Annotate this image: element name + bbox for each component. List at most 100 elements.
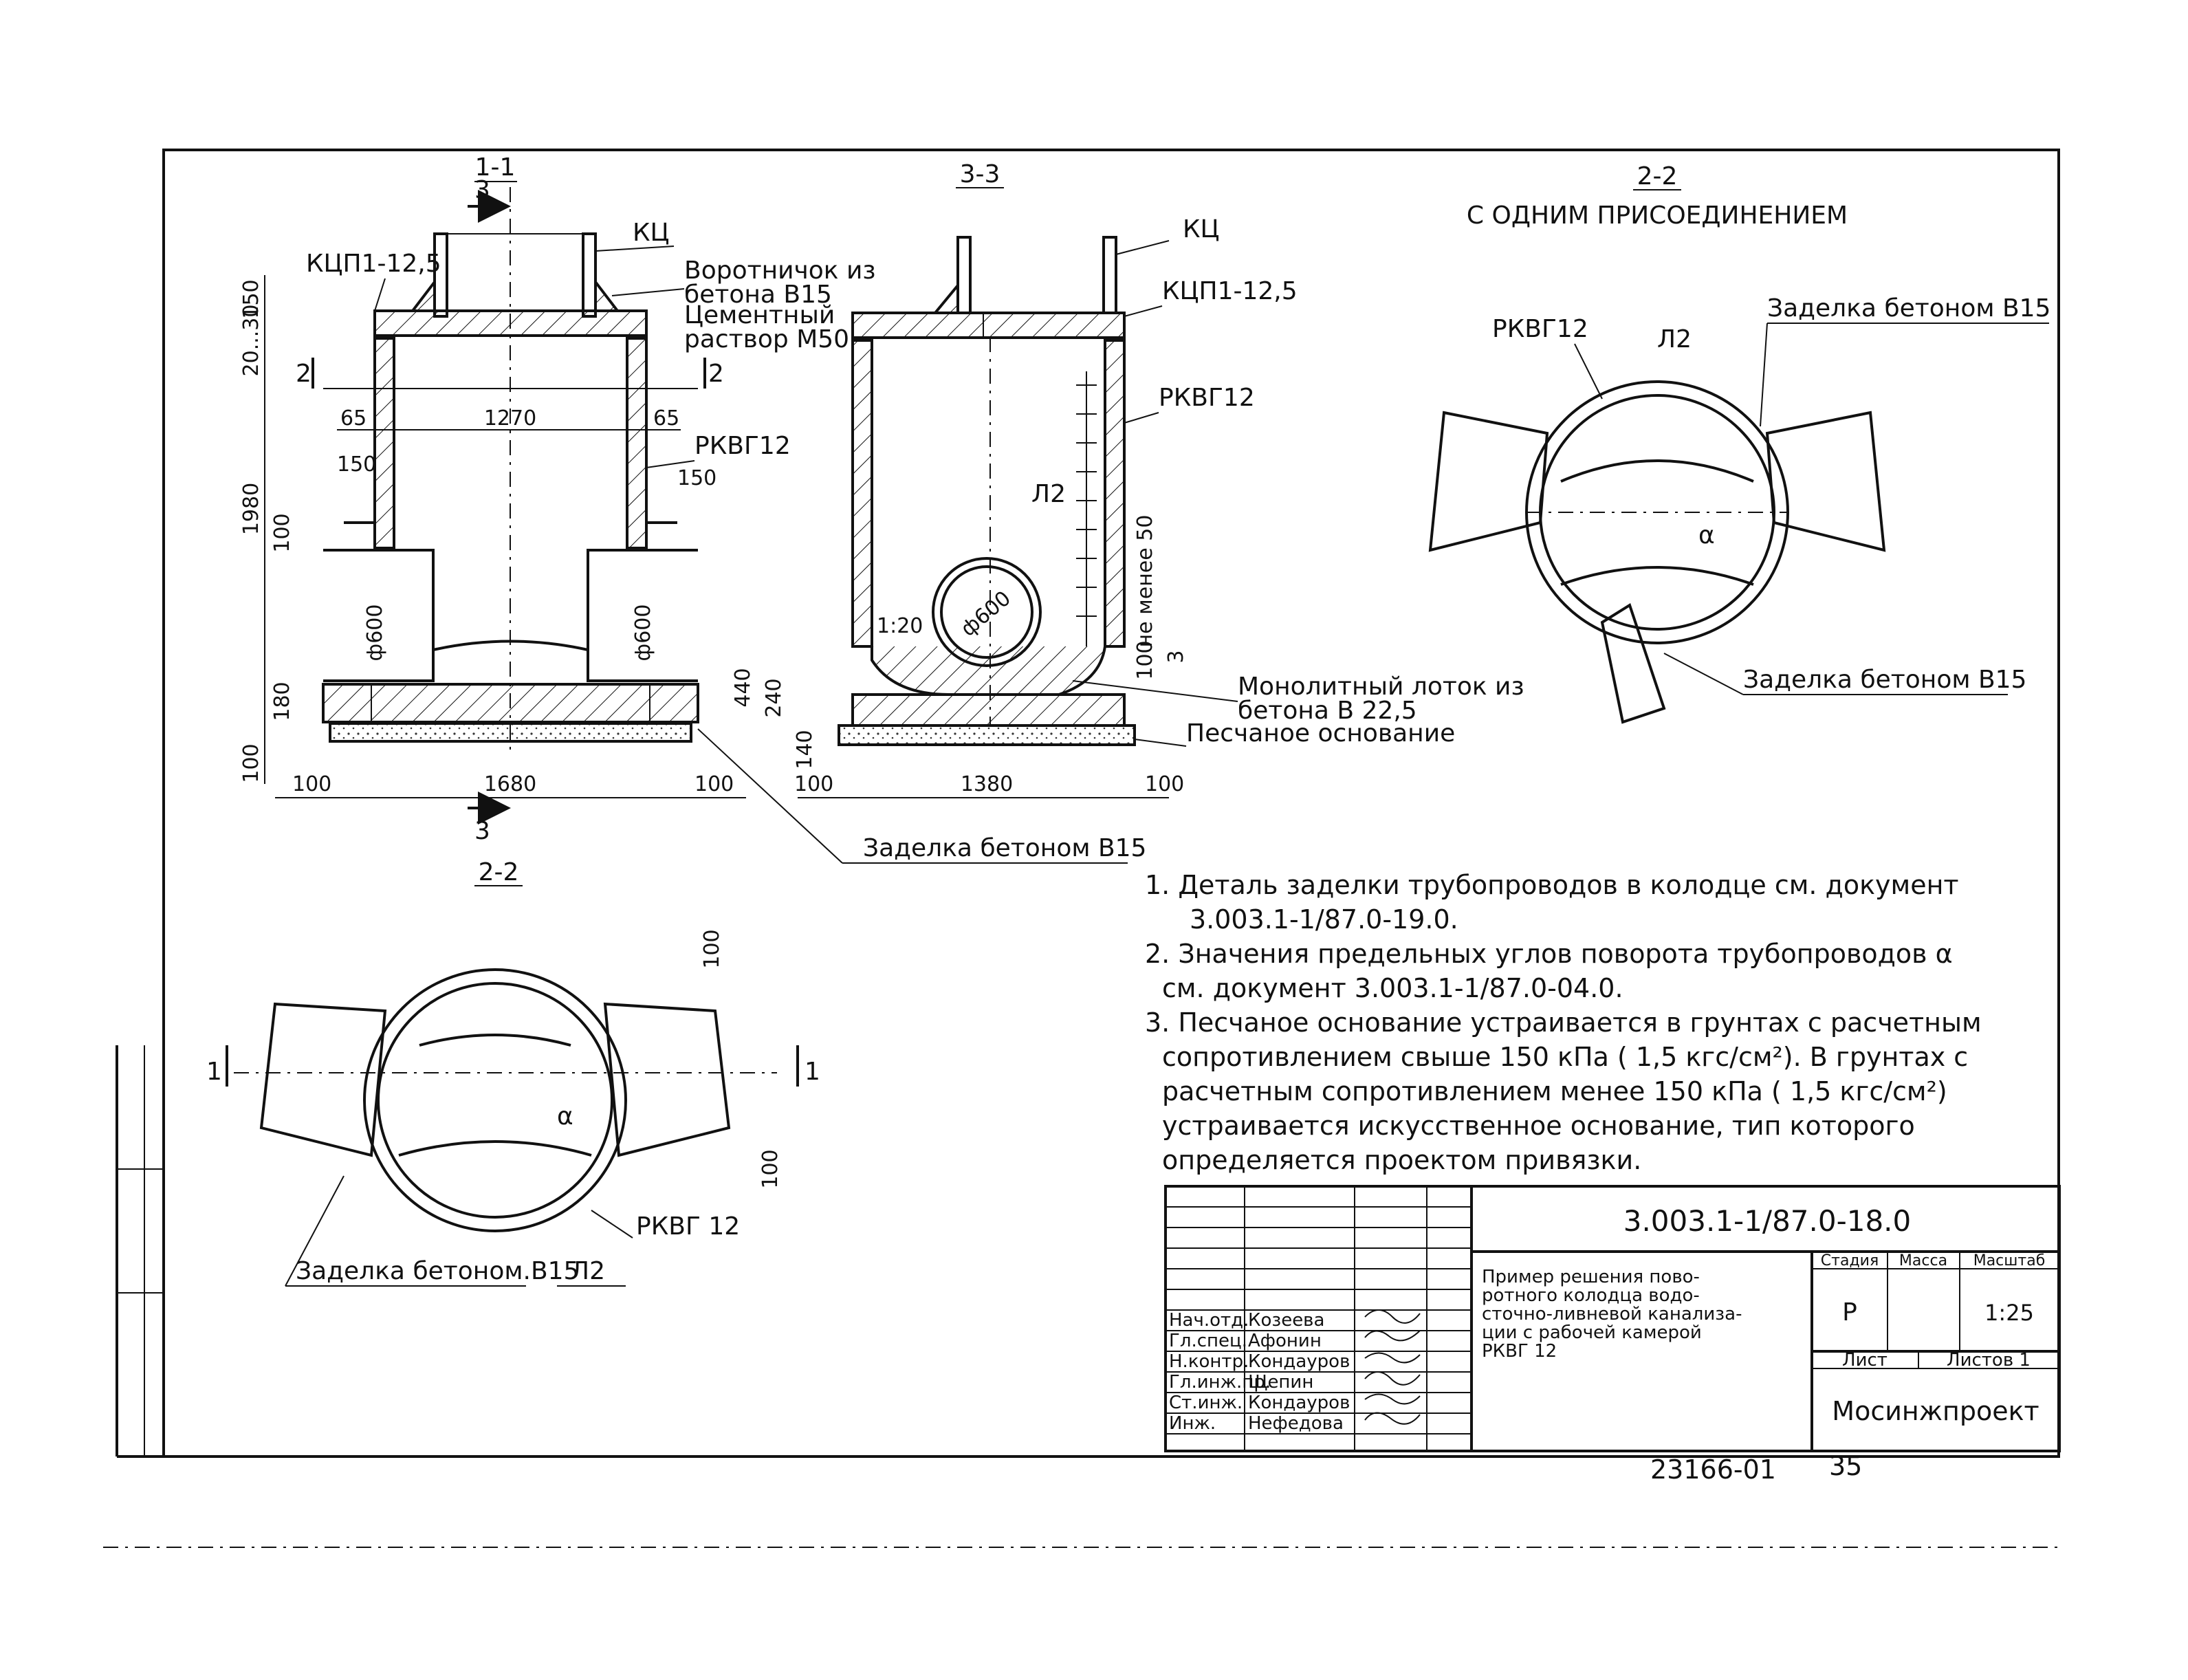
- dim-100-22b: 100: [758, 1149, 783, 1188]
- label-kc-3: КЦ: [1183, 215, 1220, 243]
- dim-1380: 1380: [961, 772, 1013, 796]
- dim-1270: 1270: [484, 406, 536, 430]
- label-collar-line1: Воротничок из: [684, 257, 876, 285]
- cut-3-top-label: 3: [474, 176, 490, 204]
- title-block-row-lines: [1166, 1206, 1472, 1434]
- label-seal-mid: Заделка бетоном В15: [863, 834, 1146, 862]
- ladder-l2: [1076, 371, 1097, 646]
- staff-role-4: Гл.инж.пр.: [1169, 1372, 1271, 1393]
- dim-100-base: 100: [239, 743, 263, 783]
- dim-100-br: 100: [694, 772, 734, 796]
- label-mortar-line1: Цементный: [684, 301, 835, 329]
- section-2-2-bottom-label: 2-2: [479, 858, 519, 886]
- cut-3-bottom-label: 3: [474, 817, 490, 845]
- cut-2-right-label: 2: [708, 360, 724, 388]
- label-not-less-50: не менее 50: [1133, 515, 1157, 648]
- page-number: 35: [1829, 1451, 1862, 1481]
- dim-100-left: 100: [270, 513, 294, 552]
- archive-number: 23166-01: [1650, 1454, 1776, 1485]
- dim-100-l3: 100: [794, 772, 833, 796]
- dim-20-30: 20...30: [239, 305, 263, 377]
- section-3-3: 3-3 КЦ КЦП1-12,5 РКВГ12 Л2 1:20 ф600 не …: [697, 160, 1524, 864]
- label-tray-line1: Монолитный лоток из: [1238, 673, 1524, 701]
- label-kc-1: КЦ: [633, 219, 670, 247]
- section-3-3-label: 3-3: [960, 160, 1000, 188]
- section-2-2-subtitle: С ОДНИМ ПРИСОЕДИНЕНИЕМ: [1467, 201, 1848, 230]
- doc-code: 3.003.1-1/87.0-18.0: [1623, 1204, 1912, 1238]
- staff-name-4: Щепин: [1248, 1372, 1313, 1393]
- staff-name-6: Нефедова: [1248, 1413, 1344, 1434]
- dim-100-bl: 100: [292, 772, 331, 796]
- signatures: [1364, 1309, 1421, 1425]
- section-1-1: 1-1 3 КЦ КЦП1-12,5 Воротничок из: [239, 153, 876, 845]
- dim-65-left: 65: [340, 406, 367, 430]
- section-2-2-top-label: 2-2: [1637, 162, 1678, 190]
- note-line-5: 3. Песчаное основание устраивается в гру…: [1145, 1007, 1982, 1038]
- label-slope: 1:20: [877, 614, 923, 638]
- cut-1-right-label: 1: [805, 1058, 820, 1086]
- dim-150-left: 150: [337, 452, 376, 477]
- label-rkvg-1: РКВГ12: [694, 432, 791, 460]
- label-l2-22bottom: Л2: [571, 1257, 605, 1285]
- dim-1980: 1980: [239, 483, 263, 535]
- organization: Мосинжпроект: [1832, 1396, 2039, 1426]
- cut-2-left-label: 2: [296, 360, 311, 388]
- note-line-9: определяется проектом привязки.: [1162, 1145, 1641, 1175]
- label-seal-bottom-left: Заделка бетоном.В15: [296, 1257, 579, 1285]
- dim-600-right: ф600: [631, 604, 655, 662]
- label-l2-3: Л2: [1031, 480, 1066, 508]
- stage-header: Стадия: [1821, 1252, 1879, 1269]
- section-1-1-label: 1-1: [475, 153, 516, 182]
- note-line-6: сопротивлением свыше 150 кПа ( 1,5 кгс/с…: [1162, 1042, 1968, 1072]
- dim-140: 140: [793, 730, 817, 769]
- label-rkvg-22bottom: РКВГ 12: [636, 1212, 740, 1241]
- label-seal-bottom-right: Заделка бетоном В15: [1743, 666, 2026, 694]
- section-2-2-one-connection: 2-2 С ОДНИМ ПРИСОЕДИНЕНИЕМ РКВГ12 Л2 Зад…: [1428, 162, 2050, 724]
- note-line-4: см. документ 3.003.1-1/87.0-04.0.: [1162, 973, 1623, 1003]
- dim-100-side: 100: [1133, 640, 1157, 679]
- label-mortar-line2: раствор М50: [684, 325, 849, 353]
- dim-65-right: 65: [653, 406, 679, 430]
- staff-name-2: Афонин: [1248, 1331, 1322, 1351]
- label-kcp-1: КЦП1-12,5: [306, 250, 441, 278]
- title-block: 3.003.1-1/87.0-18.0 Пример решения пово-…: [1164, 1185, 2061, 1485]
- scale-header: Масштаб: [1973, 1252, 2046, 1269]
- staff-role-3: Н.контр.: [1169, 1351, 1249, 1372]
- scale-value: 1:25: [1984, 1300, 2034, 1326]
- note-line-3: 2. Значения предельных углов поворота тр…: [1145, 939, 1953, 969]
- alpha-top: α: [1698, 521, 1715, 549]
- label-sand: Песчаное основание: [1186, 719, 1455, 748]
- mass-header: Масса: [1899, 1252, 1947, 1269]
- label-collar-line2: бетона В15: [684, 281, 832, 309]
- title-line-3: сточно-ливневой канализа-: [1482, 1304, 1742, 1324]
- label-tray-line2: бетона В 22,5: [1238, 697, 1417, 725]
- dim-3: 3: [1164, 650, 1188, 663]
- dim-600-left: ф600: [363, 604, 387, 662]
- dim-440: 440: [731, 668, 755, 707]
- sheet-frame: [103, 149, 2063, 1548]
- label-l2-22top: Л2: [1657, 325, 1692, 353]
- label-rkvg-22top: РКВГ12: [1492, 315, 1588, 343]
- staff-name-1: Козеева: [1248, 1310, 1324, 1331]
- section-2-2-bottom: 2-2 1 1 100 100 α Заделка бетоном.В15 Л2…: [206, 858, 820, 1287]
- dim-150-right: 150: [677, 466, 716, 490]
- label-rkvg-3: РКВГ12: [1159, 384, 1255, 412]
- staff-role-1: Нач.отд.: [1169, 1310, 1249, 1331]
- staff-name-3: Кондауров: [1248, 1351, 1350, 1372]
- dim-1680: 1680: [484, 772, 536, 796]
- staff-name-5: Кондауров: [1248, 1393, 1350, 1413]
- staff-role-6: Инж.: [1169, 1413, 1216, 1434]
- dim-150-top: 150: [239, 279, 263, 318]
- title-line-4: ции с рабочей камерой: [1482, 1322, 1702, 1343]
- dim-600-pipe: ф600: [956, 587, 1016, 642]
- label-kcp-3: КЦП1-12,5: [1162, 277, 1298, 305]
- dim-240: 240: [762, 678, 786, 717]
- title-line-2: ротного колодца водо-: [1482, 1285, 1700, 1306]
- dim-180: 180: [270, 681, 294, 721]
- title-line-5: РКВГ 12: [1482, 1341, 1557, 1362]
- note-line-2: 3.003.1-1/87.0-19.0.: [1190, 904, 1458, 935]
- alpha-bottom: α: [557, 1102, 573, 1131]
- dim-100-22a: 100: [700, 929, 724, 968]
- title-line-1: Пример решения пово-: [1482, 1267, 1700, 1287]
